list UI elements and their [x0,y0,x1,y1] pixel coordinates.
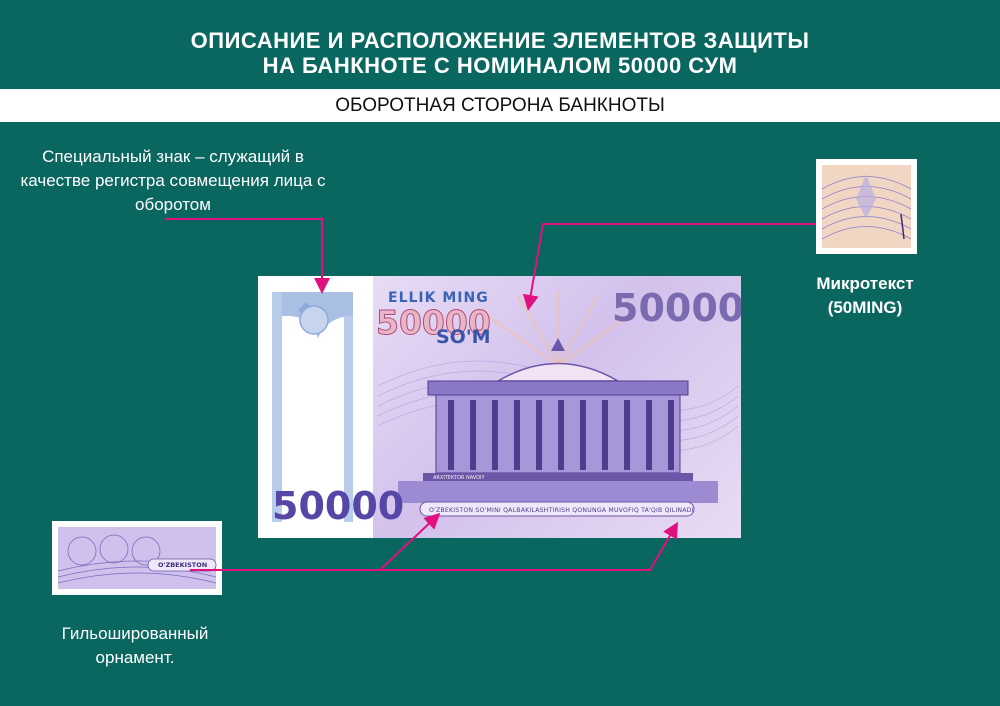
denomination-top-right: 50000 [612,286,741,330]
page-title-line1: ОПИСАНИЕ И РАСПОЛОЖЕНИЕ ЭЛЕМЕНТОВ ЗАЩИТЫ [190,28,810,53]
banknote-artwork [272,291,739,522]
denomination-words: ELLIK MING [388,290,489,306]
microtext-label: Микротекст (50MING) [800,272,930,320]
guilloche-label: Гильошированный орнамент. [40,622,230,670]
microtext-label-line2: (50MING) [827,298,903,317]
banknote-inscription: O'ZBEKISTON SO'MINI QALBAKILASHTIRISH QO… [429,507,694,514]
guilloche-label-line2: орнамент. [95,648,175,667]
banknote-reverse-image: ELLIK MING 50000 SO'M 50000 50000 ARXITE… [258,276,741,538]
microtext-label-line1: Микротекст [816,274,914,293]
microtext-thumbnail [816,159,917,254]
denomination-big: 50000 [376,303,492,343]
special-mark-label: Специальный знак – служащий в качестве р… [20,147,326,214]
guilloche-thumbnail-text: O'ZBEKISTON [158,561,208,569]
building-caption: ARXITEKTOR NAVOIY [433,475,485,481]
currency-label: SO'M [436,326,491,348]
section-subtitle: ОБОРОТНАЯ СТОРОНА БАНКНОТЫ [0,89,1000,122]
microtext-thumbnail-art [821,165,912,248]
page-title-line2: НА БАНКНОТЕ С НОМИНАЛОМ 50000 СУМ [262,53,738,78]
denomination-bottom-left: 50000 [272,484,405,528]
guilloche-label-line1: Гильошированный [61,624,209,643]
guilloche-thumbnail: O'ZBEKISTON [52,521,222,595]
guilloche-thumbnail-art [57,527,217,589]
